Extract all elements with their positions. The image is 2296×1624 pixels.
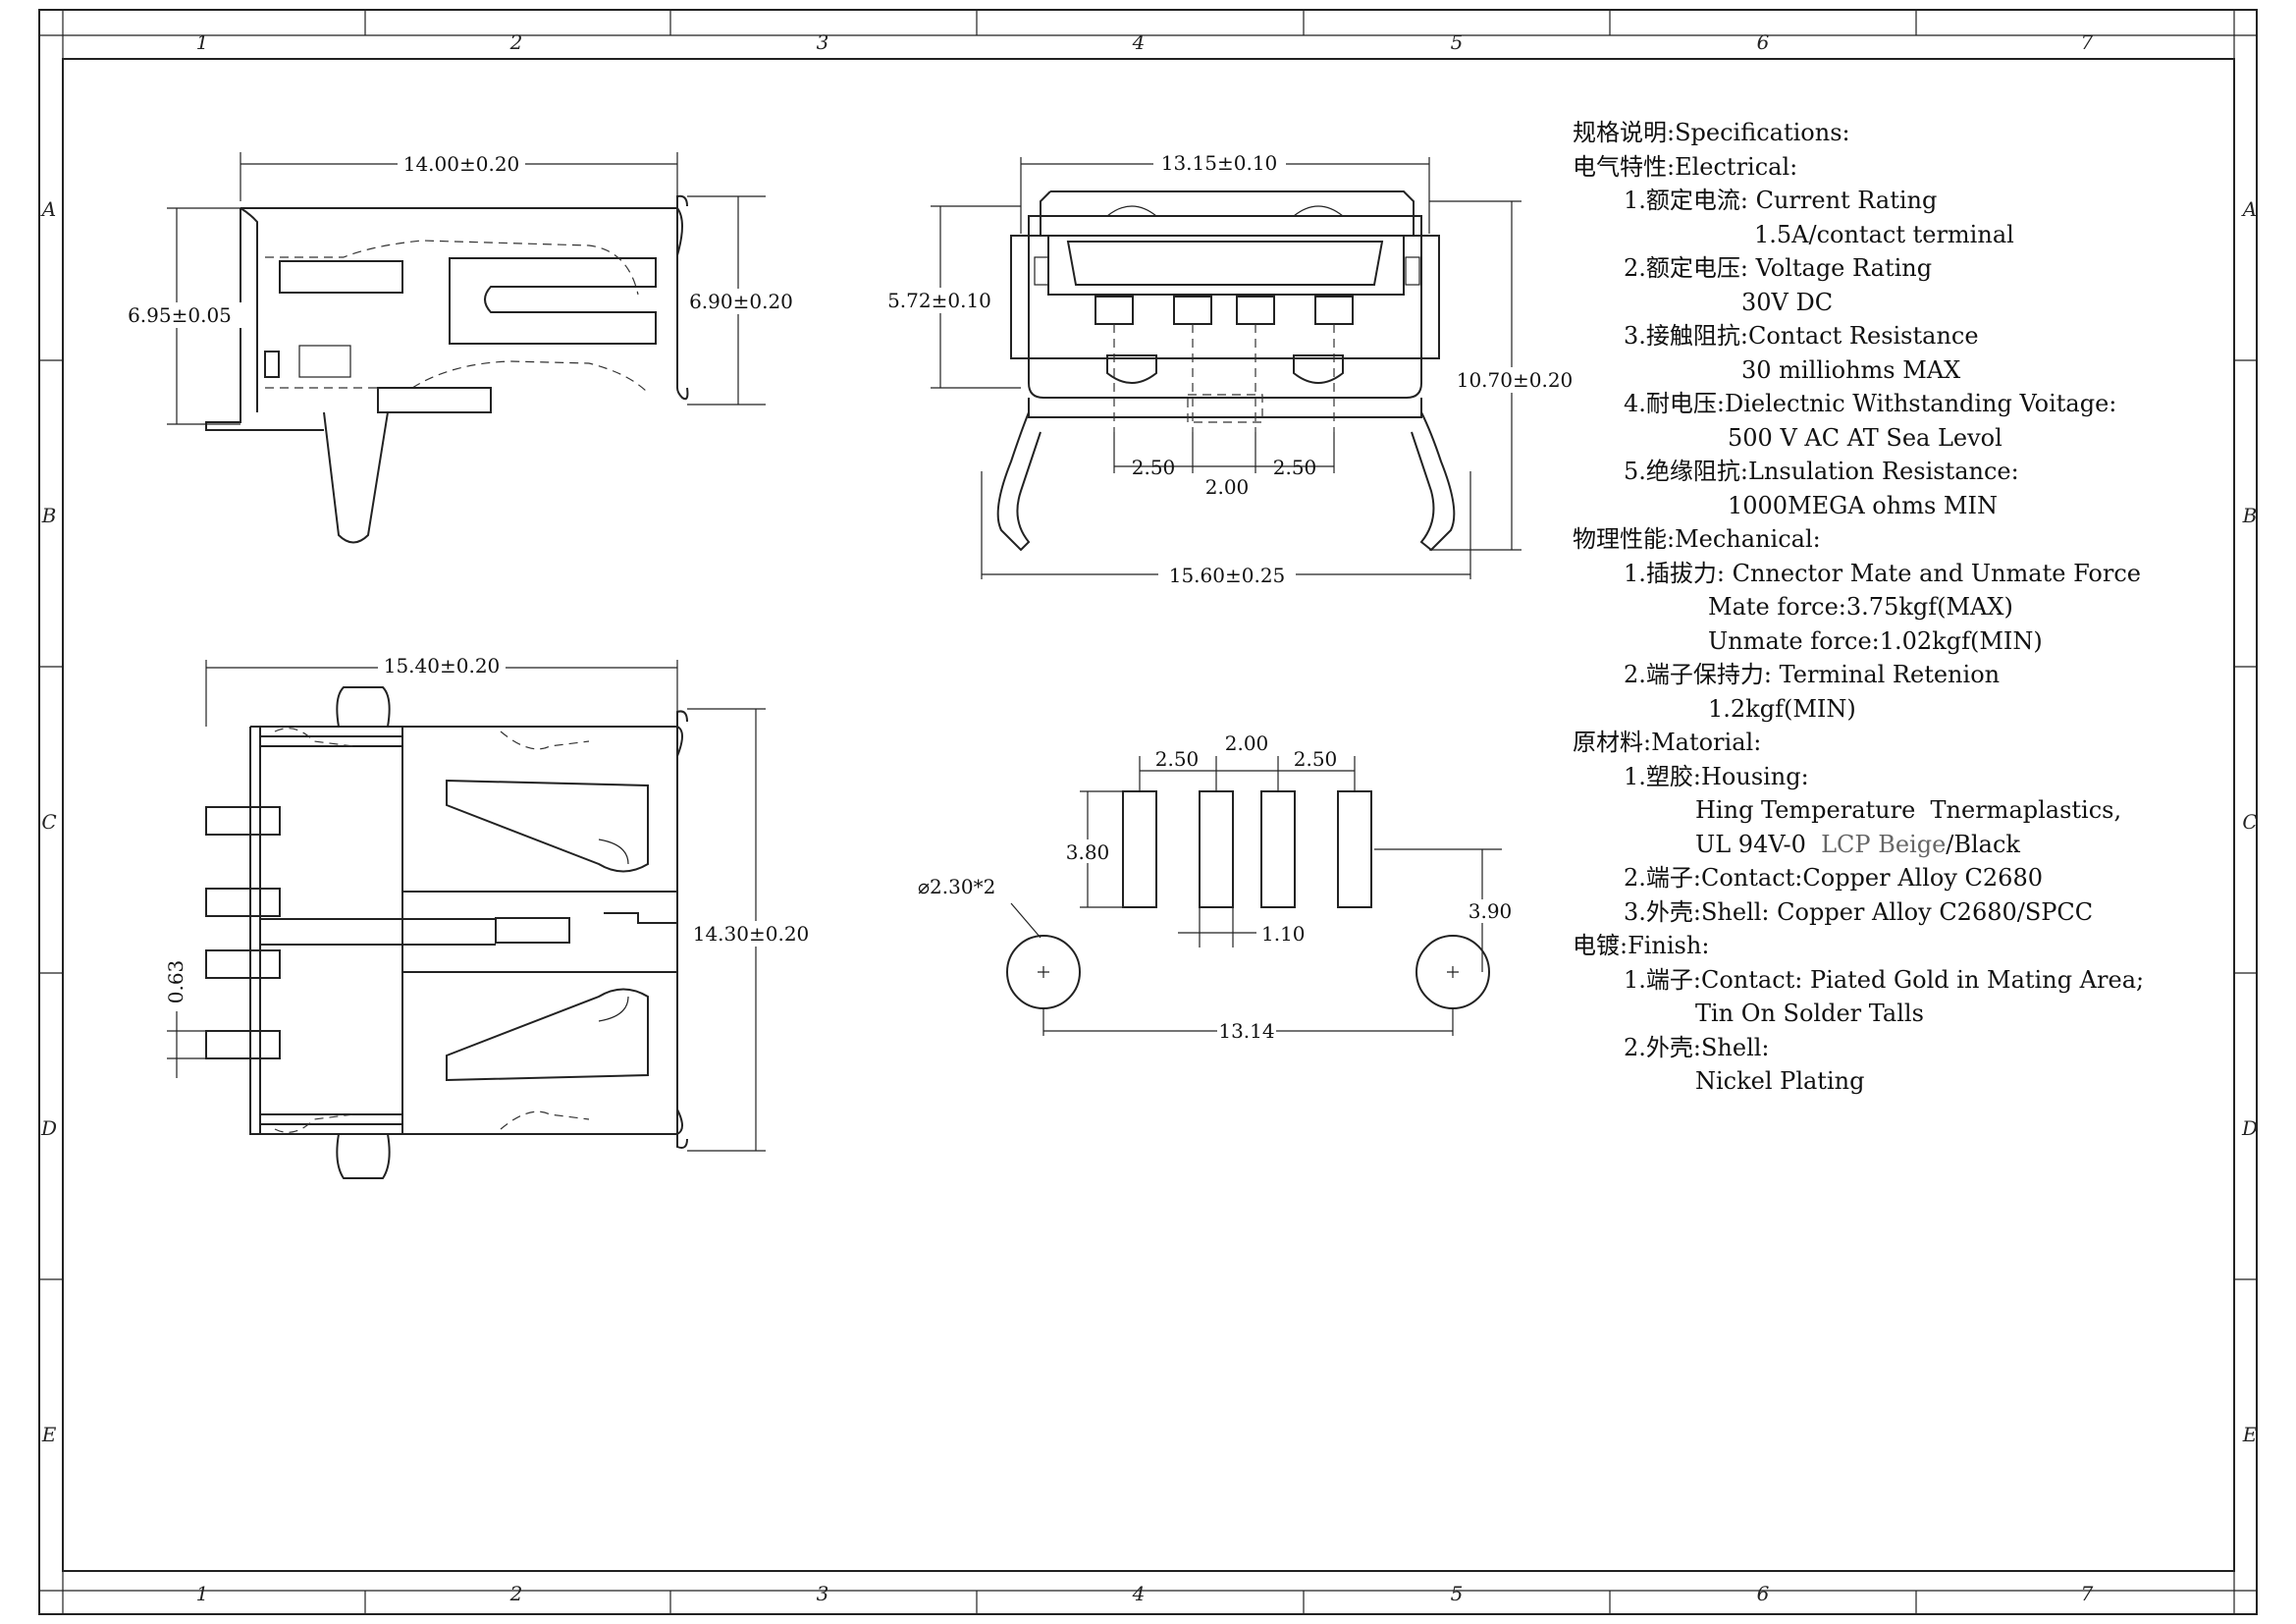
zone-col-5-bottom: 5 bbox=[1451, 1582, 1464, 1605]
spec-housing-line2: UL 94V-0 LCP Beige/Black bbox=[1573, 828, 2279, 862]
zone-col-2-bottom: 2 bbox=[509, 1582, 523, 1605]
zone-row-b-right: B bbox=[2242, 504, 2258, 527]
pcb-layout: 2.50 2.00 2.50 3.80 ⌀2.30*2 1.10 3.90 13… bbox=[918, 731, 1512, 1043]
zone-col-4-bottom: 4 bbox=[1132, 1582, 1146, 1605]
dim-pcb-hole-offset: 3.90 bbox=[1468, 899, 1513, 923]
front-view: 13.15±0.10 5.72±0.10 10.70±0.20 2.50 2.0… bbox=[876, 150, 1578, 588]
spec-finish-heading: 电镀:Finish: bbox=[1573, 932, 1710, 959]
spec-housing-color-black: /Black bbox=[1946, 830, 2020, 858]
spec-force-label: 1.插拔力: Cnnector Mate and Unmate Force bbox=[1624, 559, 2141, 587]
spec-dielectric-value: 500 V AC AT Sea Levol bbox=[1728, 423, 2002, 452]
spec-finish-shell: 2.外壳:Shell: bbox=[1624, 1033, 1770, 1061]
dim-top-width: 15.40±0.20 bbox=[384, 654, 501, 677]
zone-col-1-bottom: 1 bbox=[196, 1582, 209, 1605]
spec-current-value: 1.5A/contact terminal bbox=[1754, 220, 2014, 248]
dim-front-opening-height: 5.72±0.10 bbox=[887, 289, 991, 312]
spec-dielectric-label: 4.耐电压:Dielectnic Withstanding Voitage: bbox=[1624, 390, 2117, 417]
dim-side-height-left: 6.95±0.05 bbox=[128, 303, 232, 327]
spec-housing-line1: Hing Temperature Tnermaplastics, bbox=[1695, 796, 2122, 824]
side-view: 14.00±0.20 6.95±0.05 6.90±0.20 bbox=[118, 151, 800, 544]
dim-side-width: 14.00±0.20 bbox=[403, 152, 520, 176]
zone-col-6-bottom: 6 bbox=[1757, 1582, 1770, 1605]
spec-voltage-label: 2.额定电压: Voltage Rating bbox=[1624, 254, 1933, 282]
zone-col-7-bottom: 7 bbox=[2081, 1582, 2094, 1605]
spec-finish-contact-tin: Tin On Solder Talls bbox=[1695, 1000, 1924, 1027]
dim-pcb-pitch-mid: 2.00 bbox=[1225, 731, 1269, 755]
spec-unmate-force: Unmate force:1.02kgf(MIN) bbox=[1708, 626, 2043, 655]
dim-pcb-hole-dia: ⌀2.30*2 bbox=[918, 875, 995, 898]
dim-pcb-hole-span: 13.14 bbox=[1218, 1019, 1274, 1043]
dim-front-leg-span: 15.60±0.25 bbox=[1169, 564, 1286, 587]
zone-labels: 1 2 3 4 5 6 7 1 2 3 4 5 6 7 A B C D E A … bbox=[40, 30, 2258, 1605]
spec-retention-label: 2.端子保持力: Terminal Retenion bbox=[1624, 661, 2001, 688]
zone-col-7: 7 bbox=[2081, 30, 2094, 54]
spec-contact-label: 3.接触阻抗:Contact Resistance bbox=[1624, 322, 1979, 350]
zone-col-5: 5 bbox=[1451, 30, 1464, 54]
dim-front-pitch-left: 2.50 bbox=[1132, 456, 1176, 479]
pcb-pad-3 bbox=[1260, 790, 1296, 908]
zone-row-e: E bbox=[41, 1423, 57, 1446]
dim-pcb-pitch-right: 2.50 bbox=[1294, 747, 1338, 771]
spec-electrical-heading: 电气特性:Electrical: bbox=[1573, 152, 1798, 181]
zone-row-d-right: D bbox=[2241, 1116, 2258, 1140]
dim-pcb-pad-length: 3.80 bbox=[1066, 840, 1110, 864]
spec-contact-material: 2.端子:Contact:Copper Alloy C2680 bbox=[1624, 864, 2043, 892]
specifications-block: 规格说明:Specifications: 电气特性:Electrical: 1.… bbox=[1573, 116, 2279, 1099]
dim-side-height-right: 6.90±0.20 bbox=[689, 290, 793, 313]
dim-pcb-pad-width: 1.10 bbox=[1261, 922, 1306, 946]
zone-row-c: C bbox=[41, 810, 56, 834]
spec-insulation-label: 5.绝缘阻抗:Lnsulation Resistance: bbox=[1624, 458, 2019, 485]
zone-row-a-right: A bbox=[2241, 197, 2257, 221]
spec-mate-force: Mate force:3.75kgf(MAX) bbox=[1708, 593, 2013, 621]
dim-front-opening-width: 13.15±0.10 bbox=[1161, 151, 1278, 175]
dim-front-pitch-mid: 2.00 bbox=[1205, 475, 1250, 499]
pcb-pad-2 bbox=[1199, 790, 1234, 908]
zone-col-3: 3 bbox=[817, 30, 829, 54]
dim-front-total-height: 10.70±0.20 bbox=[1457, 368, 1574, 392]
zone-col-1: 1 bbox=[196, 30, 209, 54]
zone-row-a: A bbox=[40, 197, 56, 221]
spec-housing-rating: UL 94V-0 bbox=[1695, 830, 1822, 858]
spec-retention-value: 1.2kgf(MIN) bbox=[1708, 694, 1856, 723]
spec-shell-material: 3.外壳:Shell: Copper Alloy C2680/SPCC bbox=[1624, 897, 2094, 926]
spec-title: 规格说明:Specifications: bbox=[1573, 119, 1850, 146]
pcb-pad-1 bbox=[1122, 790, 1157, 908]
spec-finish-contact: 1.端子:Contact: Piated Gold in Mating Area… bbox=[1624, 965, 2145, 994]
spec-mechanical-heading: 物理性能:Mechanical: bbox=[1573, 525, 1821, 553]
pcb-pad-4 bbox=[1337, 790, 1372, 908]
spec-contact-value: 30 milliohms MAX bbox=[1741, 355, 1961, 384]
zone-col-3-bottom: 3 bbox=[817, 1582, 829, 1605]
zone-row-e-right: E bbox=[2242, 1423, 2258, 1446]
zone-row-c-right: C bbox=[2242, 810, 2257, 834]
spec-material-heading: 原材料:Matorial: bbox=[1573, 729, 1762, 756]
top-view: 15.40±0.20 14.30±0.20 0.63 bbox=[164, 653, 815, 1179]
zone-col-6: 6 bbox=[1757, 30, 1770, 54]
dim-top-depth: 14.30±0.20 bbox=[693, 922, 810, 946]
spec-housing-label: 1.塑胶:Housing: bbox=[1624, 762, 1809, 790]
spec-voltage-value: 30V DC bbox=[1741, 288, 1834, 316]
zone-col-4: 4 bbox=[1132, 30, 1146, 54]
spec-insulation-value: 1000MEGA ohms MIN bbox=[1728, 491, 1998, 519]
drawing-frame bbox=[38, 9, 2258, 1615]
spec-finish-shell-nickel: Nickel Plating bbox=[1695, 1067, 1865, 1095]
zone-col-2: 2 bbox=[509, 30, 523, 54]
dim-pcb-pitch-left: 2.50 bbox=[1155, 747, 1200, 771]
dim-top-pin-width: 0.63 bbox=[164, 960, 187, 1004]
zone-row-d: D bbox=[40, 1116, 57, 1140]
spec-current-label: 1.额定电流: Current Rating bbox=[1624, 187, 1938, 214]
zone-row-b: B bbox=[41, 504, 57, 527]
spec-housing-color-beige: LCP Beige bbox=[1821, 830, 1947, 858]
dim-front-pitch-right: 2.50 bbox=[1273, 456, 1317, 479]
